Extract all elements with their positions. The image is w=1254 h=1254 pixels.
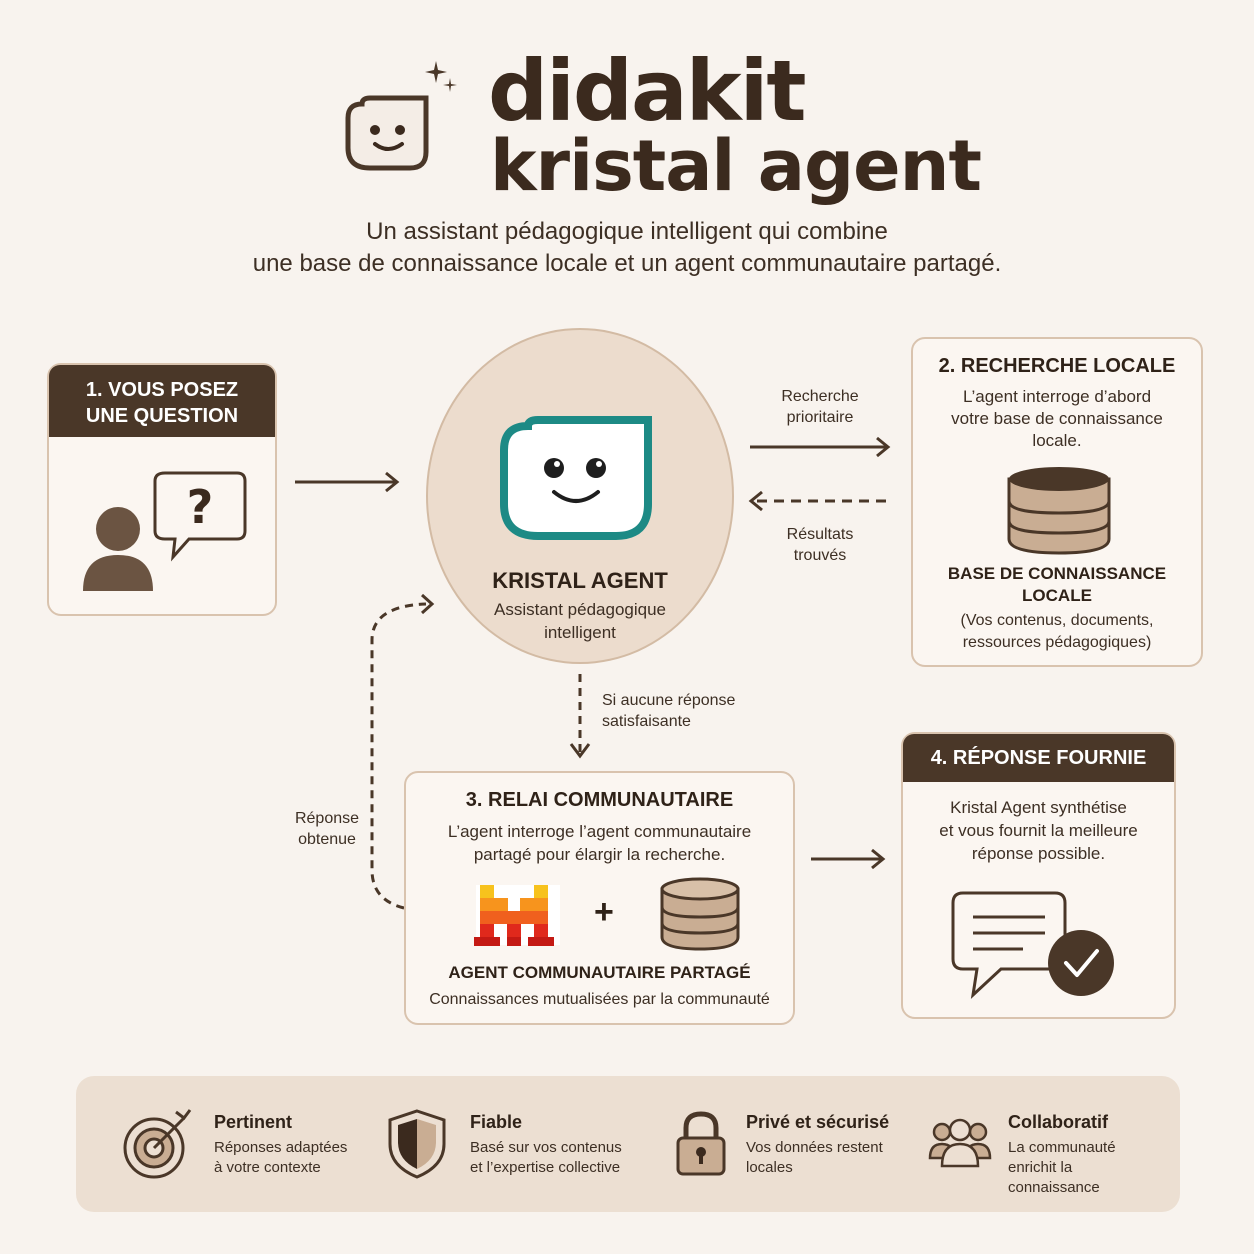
step3-text: L’agent interroge l’agent communautaire …: [406, 820, 793, 866]
center-subtitle-line-2: intelligent: [544, 623, 616, 642]
lock-icon: [676, 1111, 726, 1176]
center-subtitle-line-1: Assistant pédagogique: [493, 600, 667, 619]
arrow-answer-return: [370, 593, 435, 910]
arrow-question-to-agent: [295, 471, 400, 493]
tagline-line-1: Un assistant pédagogique intelligent qui…: [366, 218, 888, 245]
label-results-line-1: Résultats: [786, 526, 854, 543]
feature-prive-title: Privé et sécurisé: [746, 1112, 890, 1132]
step1-card: 1. VOUS POSEZ UNE QUESTION ?: [47, 363, 277, 616]
shield-icon: [388, 1109, 446, 1179]
arrow-to-response: [811, 848, 886, 870]
feature-prive-text: Vos données restent locales: [746, 1139, 883, 1176]
checkmark-icon: [1048, 930, 1114, 996]
step4-text-line-2: et vous fournit la meilleure: [939, 821, 1138, 840]
label-fallback-line-1: Si aucune réponse: [602, 692, 736, 709]
product-name: kristal agent: [490, 125, 982, 207]
community-icon: [928, 1118, 992, 1168]
shared-database-icon: [660, 877, 740, 951]
feature-collaboratif-title: Collaboratif: [1008, 1112, 1109, 1132]
feature-fiable: Fiable Basé sur vos contenus et l’expert…: [386, 1104, 646, 1184]
step3-text-line-1: L’agent interroge l’agent communautaire: [447, 822, 752, 841]
step4-header: 4. RÉPONSE FOURNIE: [903, 734, 1174, 782]
shared-agent-title: AGENT COMMUNAUTAIRE PARTAGÉ: [448, 963, 751, 982]
local-database-icon: [1007, 467, 1111, 555]
feature-pertinent-title: Pertinent: [214, 1112, 293, 1132]
label-results-line-2: trouvés: [793, 547, 847, 564]
step2-text-line-2: votre base de connaissance: [951, 409, 1163, 428]
step3-title: 3. RELAI COMMUNAUTAIRE: [465, 789, 734, 811]
arrows-center-local: [748, 436, 893, 512]
step4-text-line-3: réponse possible.: [971, 844, 1106, 863]
tagline-line-2: une base de connaissance locale et un ag…: [252, 250, 1002, 277]
step2-text-line-3: locale.: [1032, 431, 1082, 450]
arrow-fallback-down: [569, 674, 591, 759]
feature-pertinent-text: Réponses adaptées à votre contexte: [214, 1139, 348, 1176]
step2-title: 2. RECHERCHE LOCALE: [938, 355, 1176, 377]
local-db-text: (Vos contenus, documents, ressources péd…: [913, 610, 1201, 654]
shared-agent-text: Connaissances mutualisées par la communa…: [429, 991, 770, 1008]
step2-text-line-1: L’agent interroge d’abord: [962, 387, 1152, 406]
feature-collaboratif: Collaboratif La communauté enrichit la c…: [928, 1104, 1168, 1196]
mistral-logo-icon: [474, 885, 560, 946]
question-mark: ?: [187, 480, 214, 534]
local-db-title: BASE DE CONNAISSANCE LOCALE: [913, 563, 1201, 607]
features-bar: [76, 1076, 1180, 1212]
step2-card: 2. RECHERCHE LOCALE L’agent interroge d’…: [911, 337, 1203, 667]
label-priority-line-2: prioritaire: [786, 409, 854, 426]
local-db-title-line-2: LOCALE: [1022, 586, 1092, 605]
label-answer-line-2: obtenue: [298, 831, 356, 848]
label-fallback: Si aucune réponse satisfaisante: [602, 690, 735, 732]
label-priority-line-1: Recherche: [781, 388, 859, 405]
step4-text-line-1: Kristal Agent synthétise: [950, 798, 1127, 817]
didakit-logo: [340, 48, 470, 178]
center-title: KRISTAL AGENT: [492, 568, 668, 593]
feature-fiable-title: Fiable: [470, 1112, 523, 1132]
feature-pertinent: Pertinent Réponses adaptées à votre cont…: [122, 1104, 382, 1184]
local-db-text-line-1: (Vos contenus, documents,: [960, 612, 1154, 629]
tagline: Un assistant pédagogique intelligent qui…: [180, 216, 1074, 280]
local-db-text-line-2: ressources pédagogiques): [962, 634, 1152, 651]
feature-prive: Privé et sécurisé Vos données restent lo…: [674, 1104, 914, 1184]
step1-header: 1. VOUS POSEZ UNE QUESTION: [49, 365, 275, 437]
feature-fiable-text: Basé sur vos contenus et l’expertise col…: [470, 1139, 622, 1176]
step1-title-line-2: UNE QUESTION: [85, 405, 239, 427]
target-icon: [123, 1109, 192, 1179]
step2-text: L’agent interroge d’abord votre base de …: [913, 386, 1201, 452]
brand-name: didakit: [488, 42, 807, 140]
local-db-title-line-1: BASE DE CONNAISSANCE: [947, 564, 1167, 583]
step3-text-line-2: partagé pour élargir la recherche.: [473, 845, 726, 864]
step4-card: 4. RÉPONSE FOURNIE Kristal Agent synthét…: [901, 732, 1176, 1019]
plus-sign: +: [594, 893, 614, 931]
label-priority-search: Recherche prioritaire: [760, 386, 880, 428]
label-answer-line-1: Réponse: [294, 810, 360, 827]
step1-title-line-1: 1. VOUS POSEZ: [85, 379, 239, 401]
center-subtitle: Assistant pédagogique intelligent: [450, 598, 710, 644]
label-fallback-line-2: satisfaisante: [602, 713, 691, 730]
step3-card: 3. RELAI COMMUNAUTAIRE L’agent interroge…: [404, 771, 795, 1025]
kristal-agent-mascot-icon: [500, 416, 652, 540]
validated-answer-icon: [951, 891, 1114, 1000]
step4-text: Kristal Agent synthétise et vous fournit…: [903, 796, 1174, 865]
person-question-icon: ?: [83, 471, 247, 591]
label-answer-obtained: Réponse obtenue: [287, 808, 367, 850]
mascot-face-icon: [345, 61, 457, 171]
label-results-found: Résultats trouvés: [760, 524, 880, 566]
feature-collaboratif-text: La communauté enrichit la connaissance: [1008, 1139, 1116, 1196]
